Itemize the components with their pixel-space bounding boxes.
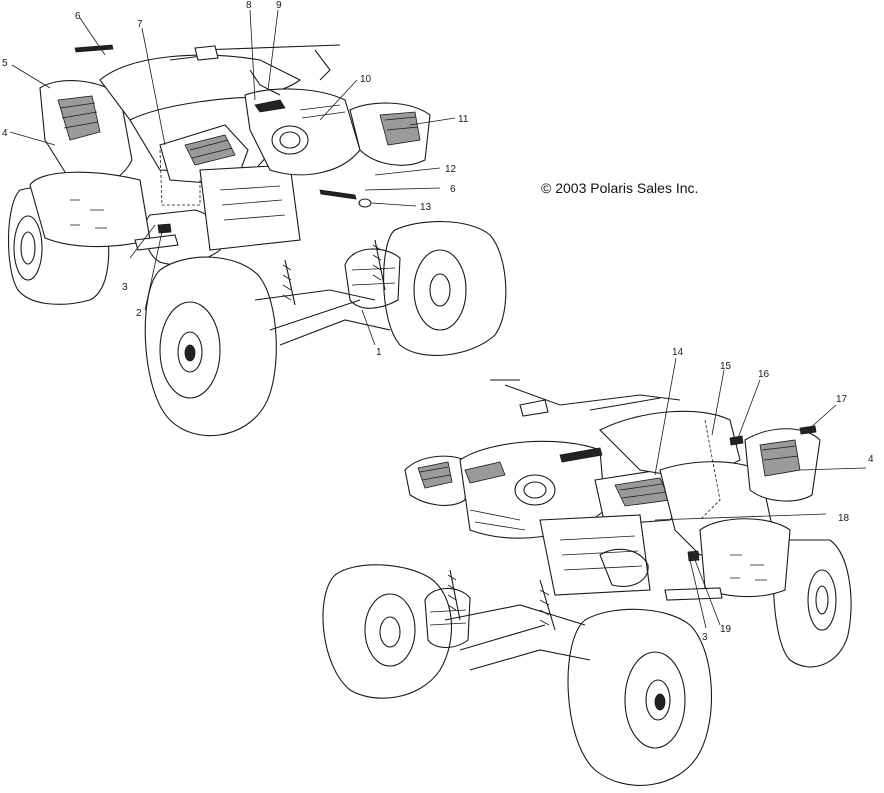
callout-6b: 6 xyxy=(450,184,456,195)
callout-5: 5 xyxy=(2,58,8,69)
callout-4b: 4 xyxy=(868,454,874,465)
atv-top-view xyxy=(7,44,507,437)
callout-16: 16 xyxy=(758,369,770,380)
callout-6: 6 xyxy=(75,11,81,22)
callout-15: 15 xyxy=(720,361,732,372)
callout-7: 7 xyxy=(137,19,143,30)
leader-lines-top xyxy=(9,9,456,346)
callouts-bottom: 14 15 16 17 4 18 3 19 xyxy=(672,347,874,643)
wheel-rear-right-bottom xyxy=(772,539,852,668)
callout-1: 1 xyxy=(376,347,382,358)
callout-18: 18 xyxy=(838,513,850,524)
callout-19: 19 xyxy=(720,624,732,635)
callout-12: 12 xyxy=(445,164,457,175)
callout-4: 4 xyxy=(2,128,8,139)
callout-14: 14 xyxy=(672,347,684,358)
atv-bottom-view xyxy=(322,379,852,786)
wheel-front-left-top xyxy=(144,256,277,437)
callout-3b: 3 xyxy=(702,632,708,643)
callout-3: 3 xyxy=(122,282,128,293)
callout-8: 8 xyxy=(246,0,252,11)
callout-11: 11 xyxy=(458,114,469,125)
callout-10: 10 xyxy=(360,74,372,85)
wheel-front-right-top xyxy=(383,220,507,356)
wheel-front-left-bottom xyxy=(322,564,452,699)
wheel-front-right-bottom xyxy=(567,608,713,786)
callout-13: 13 xyxy=(420,202,432,213)
callout-2: 2 xyxy=(136,308,142,319)
callout-9: 9 xyxy=(276,0,282,11)
callout-17: 17 xyxy=(836,394,848,405)
callouts-top: 1 2 3 4 5 6 7 8 9 10 11 12 6 13 xyxy=(2,0,469,358)
leader-lines-bottom xyxy=(654,357,867,629)
copyright-notice: © 2003 Polaris Sales Inc. xyxy=(541,180,698,196)
